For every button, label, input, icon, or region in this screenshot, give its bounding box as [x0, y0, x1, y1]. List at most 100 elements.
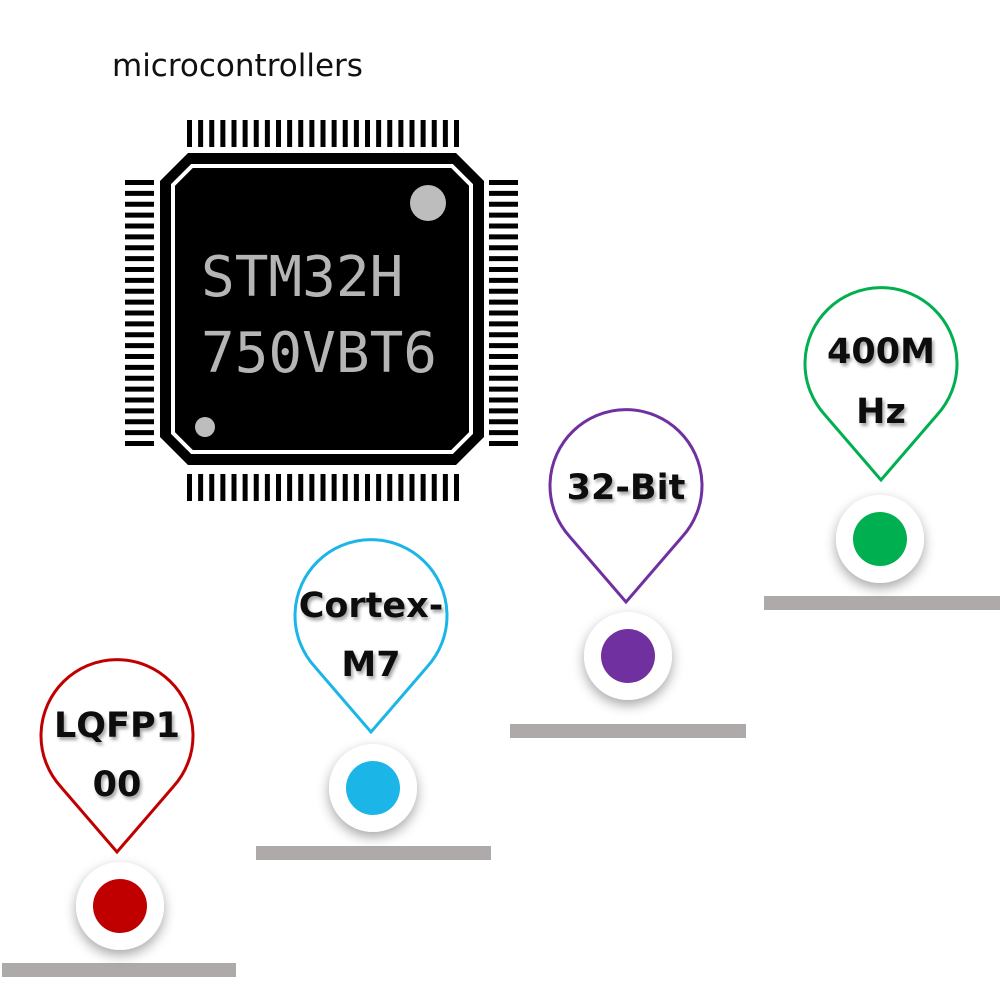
chip-pin: [489, 223, 518, 229]
marker-label-line1: LQFP1: [54, 706, 180, 746]
chip-pin: [489, 234, 518, 240]
chip-label-line1: STM32H: [201, 245, 403, 310]
chip-pin: [125, 267, 154, 272]
chip-pin: [409, 474, 415, 501]
chip-pin: [125, 223, 154, 229]
chip-pin: [420, 474, 426, 501]
chip-pin: [125, 332, 154, 338]
chip-pin: [489, 212, 518, 218]
chip-pin: [489, 190, 518, 196]
chip-pin: [125, 441, 154, 446]
chip-pin: [198, 474, 204, 501]
chip-pin: [387, 474, 393, 501]
marker-dot: [853, 512, 907, 566]
chip-pins-bottom: [187, 474, 459, 501]
chip-pin: [454, 120, 459, 147]
chip-pin: [125, 386, 154, 392]
chip-pin: [125, 408, 154, 414]
chip-pin: [387, 120, 393, 147]
chip-pin1-mark-large: [410, 185, 446, 221]
chip-pin: [125, 419, 154, 425]
chip-pin: [187, 120, 192, 147]
chip-label-line2: 750VBT6: [201, 321, 437, 386]
chip-pin: [489, 441, 518, 446]
chip-pin: [125, 375, 154, 381]
chip-icon: STM32H 750VBT6: [125, 120, 518, 501]
chip-pin: [431, 120, 437, 147]
chip-pin: [342, 474, 348, 501]
chip-pin: [125, 364, 154, 370]
chip-pin: [276, 120, 281, 147]
chip-pin: [298, 120, 304, 147]
chip-pin: [125, 430, 154, 436]
chip-pin: [331, 120, 337, 147]
marker-400mhz: 400M Hz: [764, 286, 1000, 610]
step-bar: [256, 846, 491, 860]
chip-pin: [489, 288, 518, 294]
chip-pin: [489, 375, 518, 381]
marker-cortex-m7: Cortex- M7: [256, 538, 491, 860]
marker-32-bit: 32-Bit: [510, 408, 746, 738]
chip-pin: [353, 120, 359, 147]
chip-body: [160, 153, 484, 465]
chip-pin: [276, 474, 281, 501]
chip-pin: [125, 288, 154, 294]
chip-pin: [409, 120, 415, 147]
chip-pin: [253, 120, 259, 147]
chip-pin: [320, 474, 326, 501]
chip-pin: [420, 120, 426, 147]
chip-pin: [454, 474, 459, 501]
chip-pin1-mark-small: [195, 417, 215, 437]
chip-pin: [309, 120, 315, 147]
marker-label-line1: 400M: [827, 332, 935, 372]
chip-pin: [376, 120, 382, 147]
chip-pin: [125, 354, 154, 359]
chip-pin: [209, 120, 215, 147]
chip-pin: [125, 277, 154, 283]
chip-pin: [125, 299, 154, 305]
chip-pin: [489, 256, 518, 262]
chip-pin: [125, 180, 154, 185]
chip-pin: [287, 120, 293, 147]
chip-pin: [231, 120, 237, 147]
chip-pin: [342, 120, 348, 147]
chip-pin: [220, 474, 226, 501]
step-bar: [510, 724, 746, 738]
chip-pin: [489, 343, 518, 349]
chip-pin: [431, 474, 437, 501]
chip-pin: [489, 245, 518, 251]
chip-pin: [489, 310, 518, 316]
marker-pin-outline: [803, 286, 959, 483]
chip-pins-left: [125, 180, 154, 446]
marker-label-line2: M7: [341, 645, 400, 685]
marker-dot: [93, 879, 147, 933]
chip-outline: [171, 164, 473, 454]
chip-pin: [489, 419, 518, 425]
chip-pin: [489, 332, 518, 338]
chip-pin: [365, 120, 370, 147]
chip-pin: [125, 245, 154, 251]
chip-pin: [442, 474, 448, 501]
chip-pin: [264, 120, 270, 147]
chip-pin: [489, 299, 518, 305]
marker-pin-outline: [548, 408, 704, 605]
chip-pin: [125, 310, 154, 316]
chip-pin: [264, 474, 270, 501]
chip-pin: [489, 267, 518, 272]
chip-pin: [489, 201, 518, 207]
step-bar: [2, 963, 236, 977]
chip-pin: [231, 474, 237, 501]
marker-label-line2: 00: [93, 765, 142, 805]
marker-label-line2: Hz: [856, 392, 906, 432]
chip-pin: [309, 474, 315, 501]
marker-pin-outline: [293, 538, 449, 735]
chip-pin: [489, 397, 518, 403]
chip-pin: [365, 474, 370, 501]
marker-dot: [346, 761, 400, 815]
chip-pin: [398, 474, 404, 501]
chip-pin: [125, 190, 154, 196]
chip-pins-right: [489, 180, 518, 446]
chip-pin: [198, 120, 204, 147]
chip-pin: [125, 212, 154, 218]
